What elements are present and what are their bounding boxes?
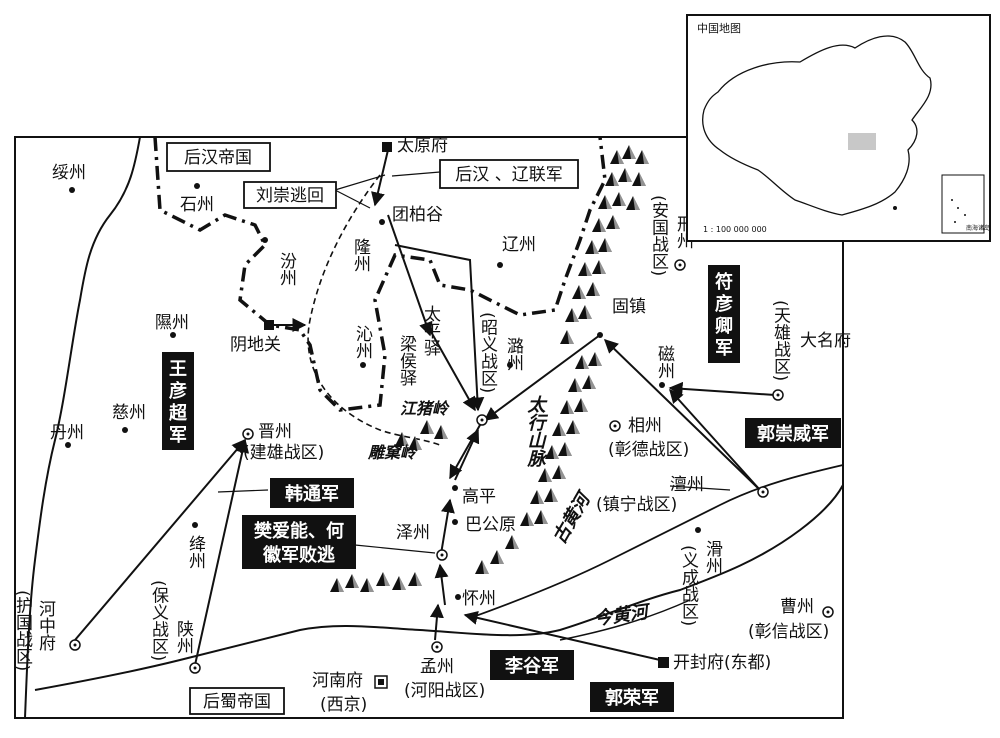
place-taipingyi: 太平驿 xyxy=(420,305,441,357)
place-cizhou-a: 磁州 xyxy=(654,345,675,379)
label-liuchong: 刘崇逃回 xyxy=(256,186,324,206)
place-chanzhou: 澶州 xyxy=(670,475,704,495)
label-liguo: 李谷军 xyxy=(504,656,559,677)
place-luzhou: 潞州 xyxy=(503,337,524,371)
jin-huanghe-river xyxy=(34,484,844,691)
place-labels: 太原府 绥州 石州 团柏谷 辽州 隰州 阴地关 固镇 大名府 丹州 慈州 晋州 … xyxy=(50,136,851,715)
place-tianxiong: (天雄战区) xyxy=(770,300,791,381)
feature-diaokeling: 雕窠岭 xyxy=(367,443,418,462)
arrow-chanzhou-guzhen xyxy=(603,339,761,491)
west-boundary xyxy=(24,136,141,719)
place-huaizhou: 怀州 xyxy=(462,589,496,609)
city-markers xyxy=(65,142,834,689)
arrow-taiyuan-south xyxy=(371,149,389,207)
label-allied: 后汉 、辽联军 xyxy=(455,165,562,185)
place-jiangzhou: 绛州 xyxy=(185,535,206,569)
place-xijing: (西京) xyxy=(320,695,367,715)
place-qinzhou: 沁州 xyxy=(352,325,373,359)
black-label-boxes: 符彦卿军 王彦超军 郭崇威军 韩通军 樊爱能、何 徽军败逃 李谷军 郭荣军 xyxy=(162,265,841,712)
label-houshu: 后蜀帝国 xyxy=(203,692,271,712)
place-longzhou: 隆州 xyxy=(350,238,371,272)
place-gaoping: 高平 xyxy=(462,487,496,507)
arrow-guzhen-gaoping xyxy=(483,334,601,421)
place-zhaoyi: (昭义战区) xyxy=(477,312,498,393)
place-kaifeng: 开封府(东都) xyxy=(673,653,771,673)
place-yindiguan: 阴地关 xyxy=(230,335,281,355)
place-jinzhou: 晋州 xyxy=(258,422,292,442)
place-mengzhou: 孟州 xyxy=(420,657,454,677)
arrow-guorong xyxy=(463,611,661,661)
arrow-tuanbogu-taiping xyxy=(387,214,433,337)
arrow-wangyanchao xyxy=(74,438,246,641)
inset-map: 中国地图 南海诸岛 1 : 100 000 000 xyxy=(686,14,991,242)
inset-highlight-area xyxy=(848,133,876,150)
inset-scale: 1 : 100 000 000 xyxy=(703,225,767,234)
label-fanaineng-2: 徽军败逃 xyxy=(262,544,335,566)
arrow-daming-cizhou xyxy=(668,381,776,396)
arrow-to-gaoping xyxy=(394,244,485,412)
place-shanzhou: 陕州 xyxy=(173,620,194,654)
label-houhan: 后汉帝国 xyxy=(184,148,252,168)
label-guorong: 郭荣军 xyxy=(605,687,659,709)
place-cizhou-b: 慈州 xyxy=(112,403,146,423)
place-baoyi: (保义战区) xyxy=(148,580,169,661)
place-caozhou: 曹州 xyxy=(780,597,814,617)
label-fanaineng-1: 樊爱能、何 xyxy=(254,520,344,542)
place-zhangde: (彰德战区) xyxy=(608,440,689,460)
gu-huanghe-river xyxy=(469,464,844,619)
nanhai-box xyxy=(941,174,985,234)
place-hezhong: 河中府 xyxy=(35,600,56,652)
place-zhenning: (镇宁战区) xyxy=(596,495,677,515)
china-outline xyxy=(702,35,932,216)
label-hantong: 韩通军 xyxy=(285,483,339,505)
place-xiangzhou: 相州 xyxy=(628,416,662,436)
place-huguo: (护国战区) xyxy=(12,590,33,671)
place-tuanbogu: 团柏谷 xyxy=(392,205,443,225)
place-heyang: (河阳战区) xyxy=(404,681,485,701)
label-wangyanchao: 王彦超军 xyxy=(169,359,188,446)
place-liangbaoyi: 梁侯驿 xyxy=(396,335,417,387)
place-guzhen: 固镇 xyxy=(612,297,646,317)
place-jianxiong: (建雄战区) xyxy=(243,443,324,463)
inset-title: 中国地图 xyxy=(697,22,741,35)
place-shizhou: 石州 xyxy=(180,195,214,215)
feature-jiangzhuling: 江猪岭 xyxy=(400,399,450,418)
place-danzhou: 丹州 xyxy=(50,423,84,443)
white-label-boxes: 后汉帝国 刘崇逃回 后汉 、辽联军 后蜀帝国 xyxy=(166,142,579,715)
place-anguo: (安国战区) xyxy=(648,195,668,276)
border-dashdot xyxy=(153,136,607,412)
nanhai-label: 南海诸岛 xyxy=(966,224,990,232)
vertical-place-labels: 汾州 隆州 沁州 太平驿 梁侯驿 (昭义战区) 潞州 邢州 (安国战区) 磁州 … xyxy=(12,195,791,671)
place-bagongyuan: 巴公原 xyxy=(465,515,516,535)
place-zezhou: 泽州 xyxy=(396,523,430,543)
place-fenzhou: 汾州 xyxy=(276,252,297,286)
arrow-hantong xyxy=(194,438,250,666)
place-huazhou: 滑州 xyxy=(702,540,723,574)
feature-taihang: 太行山脉 xyxy=(525,395,547,468)
label-fuyanqing: 符彦卿军 xyxy=(715,271,733,359)
liuchong-retreat-path xyxy=(307,174,441,446)
place-yicheng: (义成战区) xyxy=(678,545,699,626)
label-guochongwei: 郭崇威军 xyxy=(757,423,829,445)
place-henan: 河南府 xyxy=(312,671,363,691)
place-suizhou: 绥州 xyxy=(52,163,86,183)
arrow-guochongwei xyxy=(669,388,761,491)
river-branch xyxy=(559,599,691,641)
place-taiyuan: 太原府 xyxy=(397,136,448,156)
army-arrows xyxy=(74,149,776,666)
place-zhangxin: (彰信战区) xyxy=(748,622,829,642)
place-liaozhou: 辽州 xyxy=(502,235,536,255)
place-xizhou: 隰州 xyxy=(155,313,189,333)
place-daming: 大名府 xyxy=(800,331,851,351)
